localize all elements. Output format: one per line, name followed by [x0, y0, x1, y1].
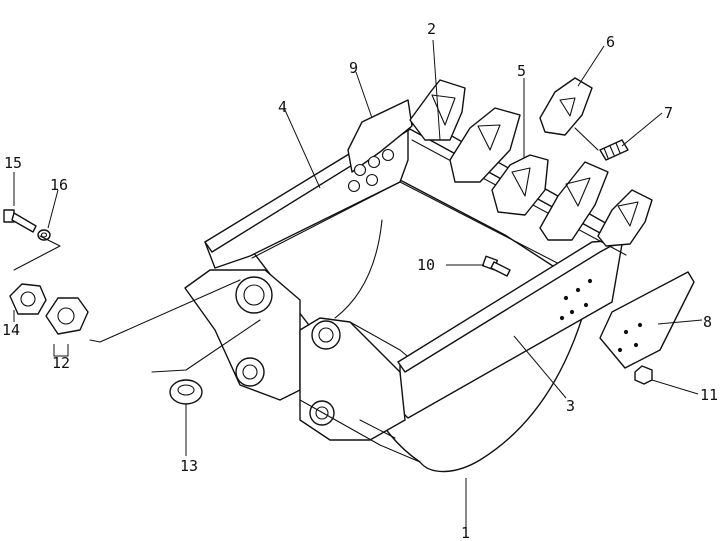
callout-9: 9 [349, 59, 358, 77]
callouts: 1 2 3 4 5 6 7 8 9 10 11 12 13 14 15 16 [2, 20, 718, 541]
callout-5: 5 [517, 62, 526, 80]
nut-11 [634, 365, 653, 385]
callout-6: 6 [606, 33, 615, 51]
callout-4: 4 [278, 98, 287, 116]
housing-14 [9, 283, 47, 315]
callout-16: 16 [50, 176, 68, 194]
callout-8: 8 [703, 313, 712, 331]
callout-14: 14 [2, 321, 20, 339]
callout-7: 7 [664, 104, 673, 122]
tooth-adapter [491, 154, 549, 216]
callout-3: 3 [566, 397, 575, 415]
bucket-shell [249, 179, 591, 473]
bushing-13 [169, 379, 203, 405]
side-shroud [599, 271, 695, 369]
bolt-15 [3, 209, 37, 233]
housing-12 [45, 297, 89, 335]
bucket-bowl-curve [334, 219, 383, 319]
leader-lines [13, 39, 703, 528]
callout-12: 12 [52, 354, 70, 372]
callout-1: 1 [461, 524, 470, 541]
callout-11: 11 [700, 386, 718, 404]
bucket-floor-line [251, 181, 601, 286]
tooth-pin [599, 139, 629, 161]
callout-15: 15 [4, 154, 22, 172]
side-cutter-left [347, 99, 413, 173]
washer-16 [37, 229, 51, 241]
tooth-point [539, 77, 593, 136]
bucket-assembly [184, 99, 633, 473]
callout-10: 10 [417, 256, 435, 274]
bolt-10 [481, 255, 511, 277]
callout-13: 13 [180, 457, 198, 475]
callout-2: 2 [427, 20, 436, 38]
